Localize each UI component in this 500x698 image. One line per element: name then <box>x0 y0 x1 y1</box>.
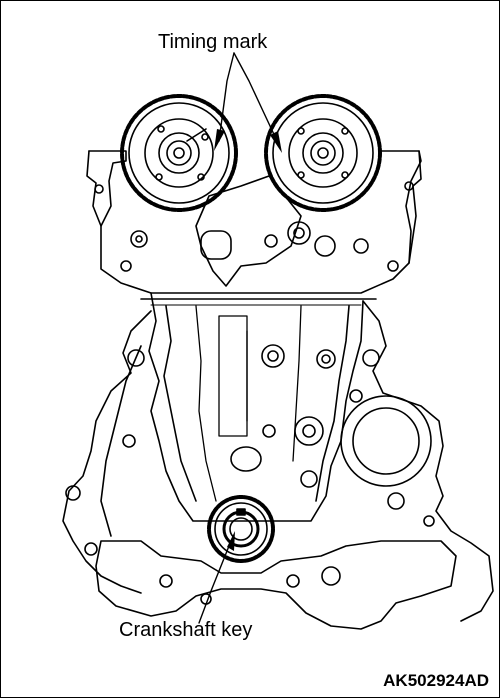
idler-bolt-3 <box>294 416 324 446</box>
block-bolt-left-3 <box>65 485 81 501</box>
oil-pan-housing <box>95 540 457 630</box>
head-bolt-left <box>94 184 104 194</box>
idler-bolt-4 <box>262 424 276 438</box>
pan-bolt-1 <box>159 574 173 588</box>
block-bolt-right-4 <box>349 389 363 403</box>
chain-guide-left <box>195 305 217 502</box>
timing-mark-leader-left <box>218 52 235 142</box>
head-bolt-right <box>404 181 414 191</box>
timing-mark-label: Timing mark <box>158 31 268 53</box>
cover-inner-edge-right <box>315 305 350 502</box>
right-camshaft-sprocket <box>264 94 382 212</box>
engine-block-right <box>362 300 494 622</box>
block-bolt-right-1 <box>362 349 380 367</box>
idler-bolt-5 <box>300 470 318 488</box>
pan-bolt-2 <box>286 574 300 588</box>
idler-bolt-2-inner <box>321 354 331 364</box>
head-bolt-left-lower <box>120 260 132 272</box>
left-camshaft-sprocket <box>120 94 238 212</box>
bracket-bolt-1 <box>287 221 311 245</box>
crankshaft-key-leader <box>198 540 232 624</box>
crankshaft-sprocket <box>207 495 275 563</box>
idler-bolt-3-inner <box>302 424 316 438</box>
tensioner-body <box>218 315 248 437</box>
bracket-bolt-4-inner <box>135 235 143 243</box>
timing-mark-arrow-right <box>270 131 282 153</box>
block-bolt-right-2 <box>387 492 405 510</box>
timing-mark-leader-right <box>233 52 279 144</box>
block-bolt-left-2 <box>122 434 136 448</box>
bracket-window <box>200 230 232 260</box>
timing-chain-cover-lower <box>148 292 364 522</box>
pan-bolt-3 <box>321 566 341 586</box>
water-pump-outer <box>340 395 432 487</box>
chain-guide-right <box>292 305 302 462</box>
head-right-rim <box>408 150 422 264</box>
figure-code-label: AK502924AD <box>383 671 489 690</box>
bracket-bolt-5 <box>353 238 369 254</box>
cover-inner-edge <box>163 305 197 502</box>
block-bolt-left-1 <box>127 349 145 367</box>
idler-bolt-2 <box>316 349 336 369</box>
bracket-bolt-4 <box>130 230 148 248</box>
block-bolt-right-3 <box>423 515 435 527</box>
crankshaft-key-arrow <box>227 531 235 551</box>
timing-chain-case-upper <box>88 150 422 294</box>
idler-bolt-1-inner <box>267 350 279 362</box>
bracket-bolt-1-inner <box>293 227 305 239</box>
engine-block-left-inner <box>100 345 142 537</box>
oil-passage <box>230 446 262 472</box>
head-left-rim <box>86 150 102 227</box>
block-bolt-left-4 <box>84 542 98 556</box>
water-pump-inner <box>352 407 420 475</box>
bracket-bolt-3 <box>264 234 278 248</box>
idler-bolt-1 <box>261 344 285 368</box>
head-bolt-right-lower <box>387 260 399 272</box>
crankshaft-key-label: Crankshaft key <box>119 619 253 641</box>
bracket-bolt-2 <box>314 235 336 257</box>
timing-mark-arrow-left <box>214 129 225 151</box>
